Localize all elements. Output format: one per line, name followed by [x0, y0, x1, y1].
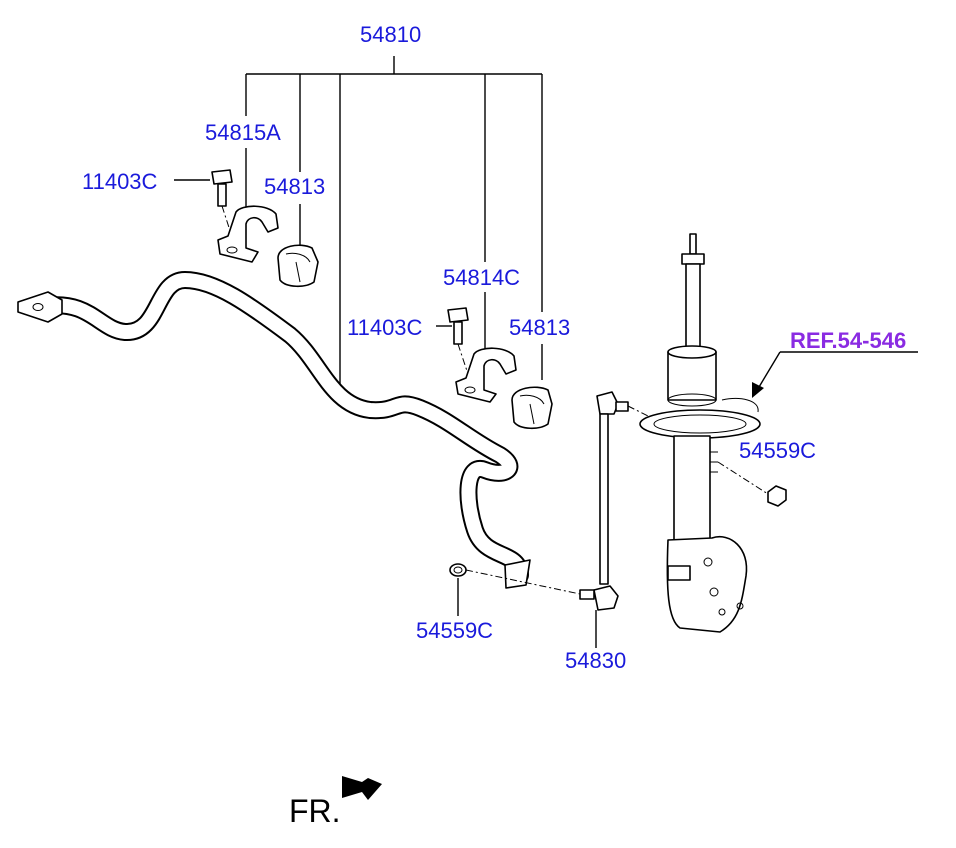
label-54830[interactable]: 54830 [565, 648, 626, 673]
front-indicator-label: FR. [289, 793, 341, 829]
label-54815a[interactable]: 54815A [205, 120, 281, 145]
bolt-right [447, 307, 471, 381]
label-11403c-right[interactable]: 11403C [347, 315, 423, 340]
label-54810[interactable]: 54810 [360, 22, 421, 47]
stabilizer-bar [17, 271, 531, 589]
label-54814c[interactable]: 54814C [443, 265, 520, 290]
label-54559c-lower[interactable]: 54559C [416, 618, 493, 643]
bracket-right [455, 347, 517, 403]
bracket-left [217, 205, 279, 263]
label-11403c-left[interactable]: 11403C [82, 169, 158, 194]
reference-leader [752, 351, 918, 398]
label-54559c-upper[interactable]: 54559C [739, 438, 816, 463]
strut-assembly [639, 233, 761, 633]
stabilizer-link [465, 391, 673, 611]
arrow-left-down-icon [342, 776, 382, 800]
assembly-leader-lines [245, 56, 543, 388]
nut-upper [717, 461, 787, 507]
label-54813-right[interactable]: 54813 [509, 315, 570, 340]
label-ref-54-546[interactable]: REF.54-546 [790, 328, 906, 353]
label-54813-left[interactable]: 54813 [264, 174, 325, 199]
bushing-right [511, 386, 553, 430]
bushing-left [277, 244, 319, 288]
nut-lower [449, 563, 467, 577]
